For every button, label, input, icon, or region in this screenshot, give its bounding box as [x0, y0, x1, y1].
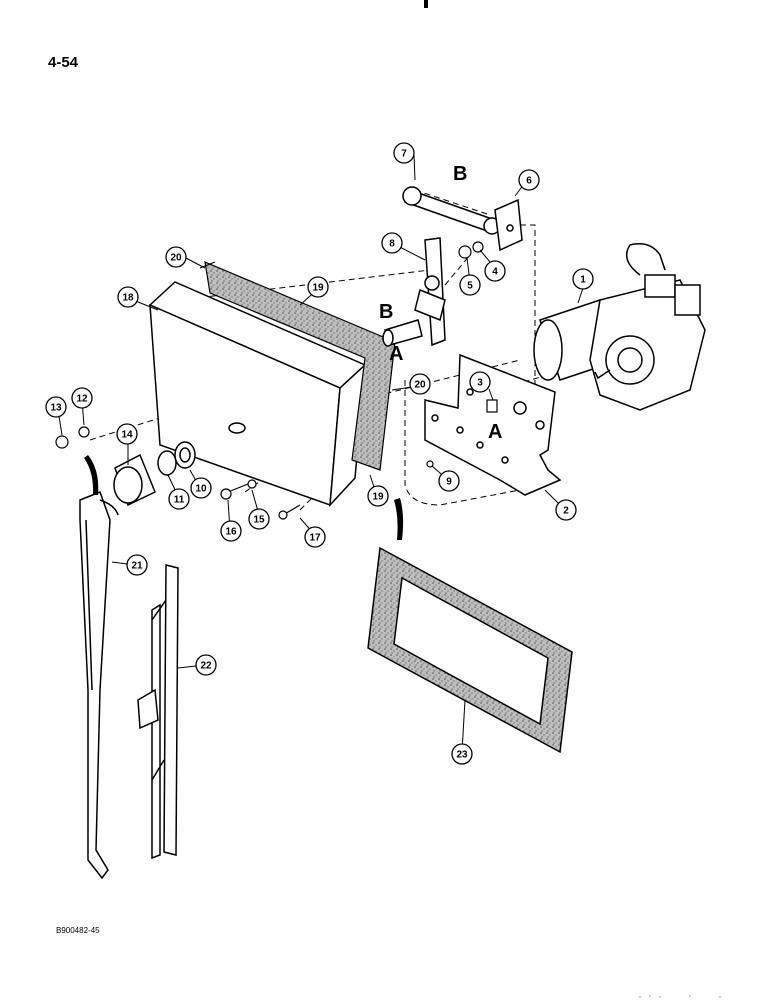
callout-label: 21	[131, 561, 143, 572]
reference-letter-b-middle: B	[379, 301, 393, 323]
callout-16: 16	[220, 520, 242, 542]
callout-label: 4	[492, 267, 498, 278]
wiper-motor	[533, 243, 706, 411]
callout-label: 16	[225, 527, 237, 538]
callout-label: 9	[446, 477, 452, 488]
callout-label: 20	[414, 380, 426, 391]
callout-4: 4	[484, 260, 506, 282]
callout-label: 10	[195, 484, 207, 495]
callout-label: 19	[372, 492, 384, 503]
callout-9: 9	[438, 470, 460, 492]
callout-12: 12	[71, 387, 93, 409]
callout-label: 2	[563, 506, 569, 517]
figure-code: B900482-45	[56, 926, 100, 935]
callout-19-bottom: 19	[367, 485, 389, 507]
crank-arm	[494, 198, 523, 252]
wiper-arm	[79, 491, 119, 880]
callout-label: 11	[174, 495, 185, 506]
callout-label: 18	[122, 293, 134, 304]
callout-8: 8	[381, 232, 403, 254]
callout-label: 1	[580, 275, 586, 286]
callout-label: 7	[401, 149, 407, 160]
wiper-blade	[137, 564, 179, 860]
callout-label: 23	[456, 750, 468, 761]
callout-label: 17	[309, 533, 321, 544]
callout-label: 6	[526, 176, 532, 187]
callout-20-right: 20	[409, 373, 431, 395]
wiper-motor-housing	[148, 281, 367, 508]
reference-letter-a-bracket: A	[488, 421, 502, 443]
callout-label: 5	[467, 281, 473, 292]
callout-label: 22	[200, 661, 212, 672]
routing-arrows	[84, 455, 404, 540]
callout-13: 13	[45, 396, 67, 418]
mounting-gasket	[367, 546, 573, 754]
linkage-rod	[402, 186, 501, 235]
callout-label: 12	[76, 394, 88, 405]
callout-20-top: 20	[165, 246, 187, 268]
callout-label: 19	[312, 283, 324, 294]
callout-21: 21	[126, 554, 148, 576]
callout-label: 3	[477, 378, 483, 389]
reference-letter-a-pivot: A	[389, 343, 403, 365]
callout-label: 13	[50, 403, 62, 414]
callout-label: 15	[253, 515, 265, 526]
callout-18: 18	[117, 286, 139, 308]
callout-3: 3	[469, 371, 491, 393]
callout-19-top: 19	[307, 276, 329, 298]
reference-letter-b-top: B	[453, 163, 467, 185]
callout-label: 20	[170, 253, 182, 264]
pivot-nut-assembly	[113, 441, 196, 507]
cap-nuts	[55, 426, 90, 449]
callout-5: 5	[459, 274, 481, 296]
callout-label: 14	[121, 430, 133, 441]
callout-label: 8	[389, 239, 395, 250]
callout-14: 14	[116, 423, 138, 445]
callout-10: 10	[190, 477, 212, 499]
hardware-bolts	[220, 399, 498, 520]
callout-7: 7	[393, 142, 415, 164]
callout-11: 11	[168, 488, 190, 510]
callout-1: 1	[572, 268, 594, 290]
callout-17: 17	[304, 526, 326, 548]
mounting-bracket	[424, 353, 562, 496]
callout-6: 6	[518, 169, 540, 191]
pivot-shaft-plate	[414, 237, 446, 347]
callout-2: 2	[555, 499, 577, 521]
pivot-shaft	[382, 319, 423, 347]
nut-and-washer	[458, 241, 484, 259]
callout-15: 15	[248, 508, 270, 530]
callout-23: 23	[451, 743, 473, 765]
page-number: 4-54	[48, 54, 79, 71]
scan-marks	[639, 995, 721, 998]
callout-22: 22	[195, 654, 217, 676]
